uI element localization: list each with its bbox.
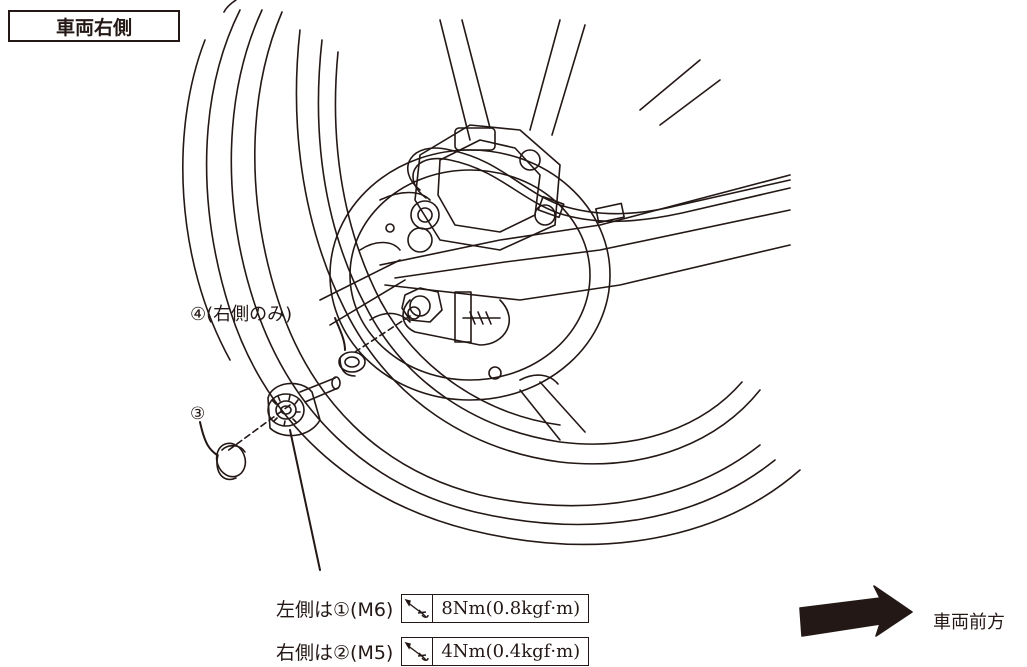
torque-spec-right: 右側は②(M5) 4Nm(0.4kgf·m) (276, 637, 590, 666)
item-3-label: ③ (190, 404, 206, 424)
torque-value-right: 4Nm(0.4kgf·m) (441, 641, 581, 662)
cap-part (215, 442, 247, 481)
torque-wrench-icon (402, 638, 434, 665)
torque-wrench-icon (402, 595, 434, 622)
leader-lines (199, 317, 346, 571)
torque-spec-left: 左側は①(M6) 8Nm(0.8kgf·m) (276, 594, 590, 623)
vehicle-side-text: 車両右側 (55, 16, 132, 39)
swingarm (379, 174, 791, 346)
arrow-right-icon (799, 585, 913, 637)
slider-bolt (267, 376, 341, 437)
washer-part (338, 351, 366, 377)
torque-value-left: 8Nm(0.8kgf·m) (441, 598, 581, 619)
assembly-line-upper (354, 315, 411, 353)
brake-caliper (407, 124, 561, 253)
axle-nut (401, 287, 443, 323)
torque-spec-right-label: 右側は②(M5) (276, 642, 394, 664)
wheel-rim (295, 29, 761, 465)
item-4-label: ④(右側のみ) (190, 304, 293, 325)
wheel-spokes (319, 19, 721, 441)
brake-hose (407, 147, 791, 224)
tire-outline (182, 0, 801, 546)
brake-disc (329, 149, 611, 401)
torque-box-left: 8Nm(0.8kgf·m) (401, 594, 590, 623)
vehicle-side-label: 車両右側 (8, 10, 180, 42)
assembly-line-lower (225, 404, 291, 453)
torque-box-right: 4Nm(0.4kgf·m) (401, 637, 590, 666)
torque-spec-left-label: 左側は①(M6) (276, 599, 394, 621)
vehicle-front-label: 車両前方 (933, 612, 1005, 633)
